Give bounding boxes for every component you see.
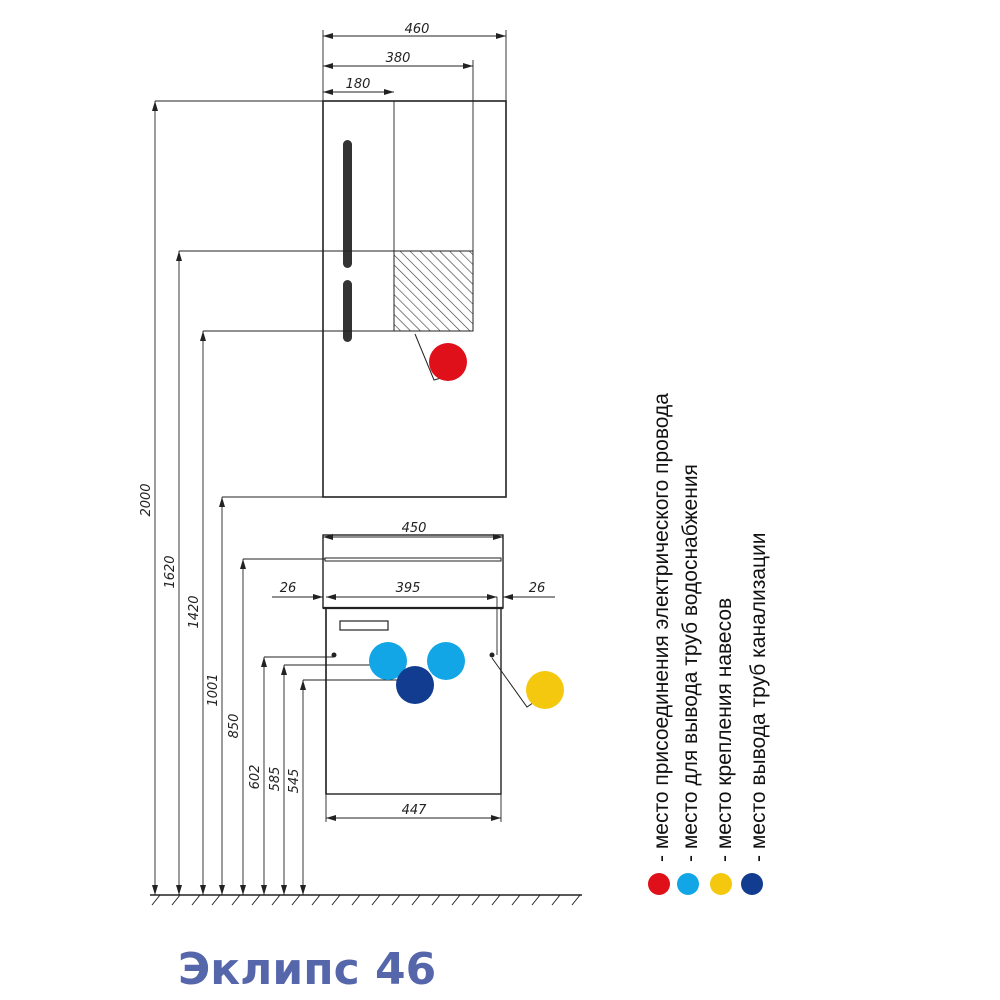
- dim-2000: 2000: [139, 483, 154, 516]
- dim-380: 380: [386, 51, 411, 66]
- legend-label-electric: - место присоединения электрического про…: [650, 393, 673, 862]
- dim-1620: 1620: [163, 555, 178, 588]
- cabinet-handle-upper: [343, 140, 352, 268]
- vanity-handle: [339, 620, 389, 631]
- tall-cabinet: [322, 60, 507, 498]
- dim-545: 545: [287, 769, 302, 794]
- vanity-dimensions: [272, 534, 555, 822]
- light-blue-dot-icon: [677, 873, 699, 895]
- water-supply-marker-left: [369, 642, 407, 680]
- dim-1420: 1420: [187, 595, 202, 628]
- dim-26-left: 26: [280, 581, 297, 596]
- dim-585: 585: [268, 767, 283, 792]
- dim-460: 460: [405, 22, 430, 37]
- dim-1001: 1001: [206, 673, 221, 706]
- dim-180: 180: [346, 77, 371, 92]
- dark-blue-dot-icon: [741, 873, 763, 895]
- legend-label-water: - место для вывода труб водоснабжения: [679, 464, 702, 862]
- vanity-unit: [322, 534, 504, 795]
- dim-26-right: 26: [529, 581, 546, 596]
- water-supply-marker-right: [427, 642, 465, 680]
- cabinet-handle-lower: [343, 280, 352, 342]
- dim-850: 850: [227, 714, 242, 739]
- legend-label-drain: - место вывода труб канализации: [747, 532, 770, 862]
- legend: - место присоединения электрического про…: [648, 393, 770, 895]
- dim-450: 450: [402, 521, 427, 536]
- height-dimensions: [152, 100, 412, 895]
- drain-marker: [396, 666, 434, 704]
- red-dot-icon: [648, 873, 670, 895]
- electric-connection-marker: [429, 343, 467, 381]
- yellow-dot-icon: [710, 873, 732, 895]
- floor: [150, 894, 582, 906]
- hatched-mounting-zone: [393, 250, 474, 332]
- legend-label-hangers: - место крепления навесов: [713, 598, 736, 862]
- dim-447: 447: [402, 803, 428, 818]
- dim-395: 395: [396, 581, 421, 596]
- top-dimensions: [322, 30, 507, 101]
- page-title: Эклипс 46: [178, 944, 436, 995]
- hanger-mount-marker: [526, 671, 564, 709]
- dim-602: 602: [248, 765, 263, 790]
